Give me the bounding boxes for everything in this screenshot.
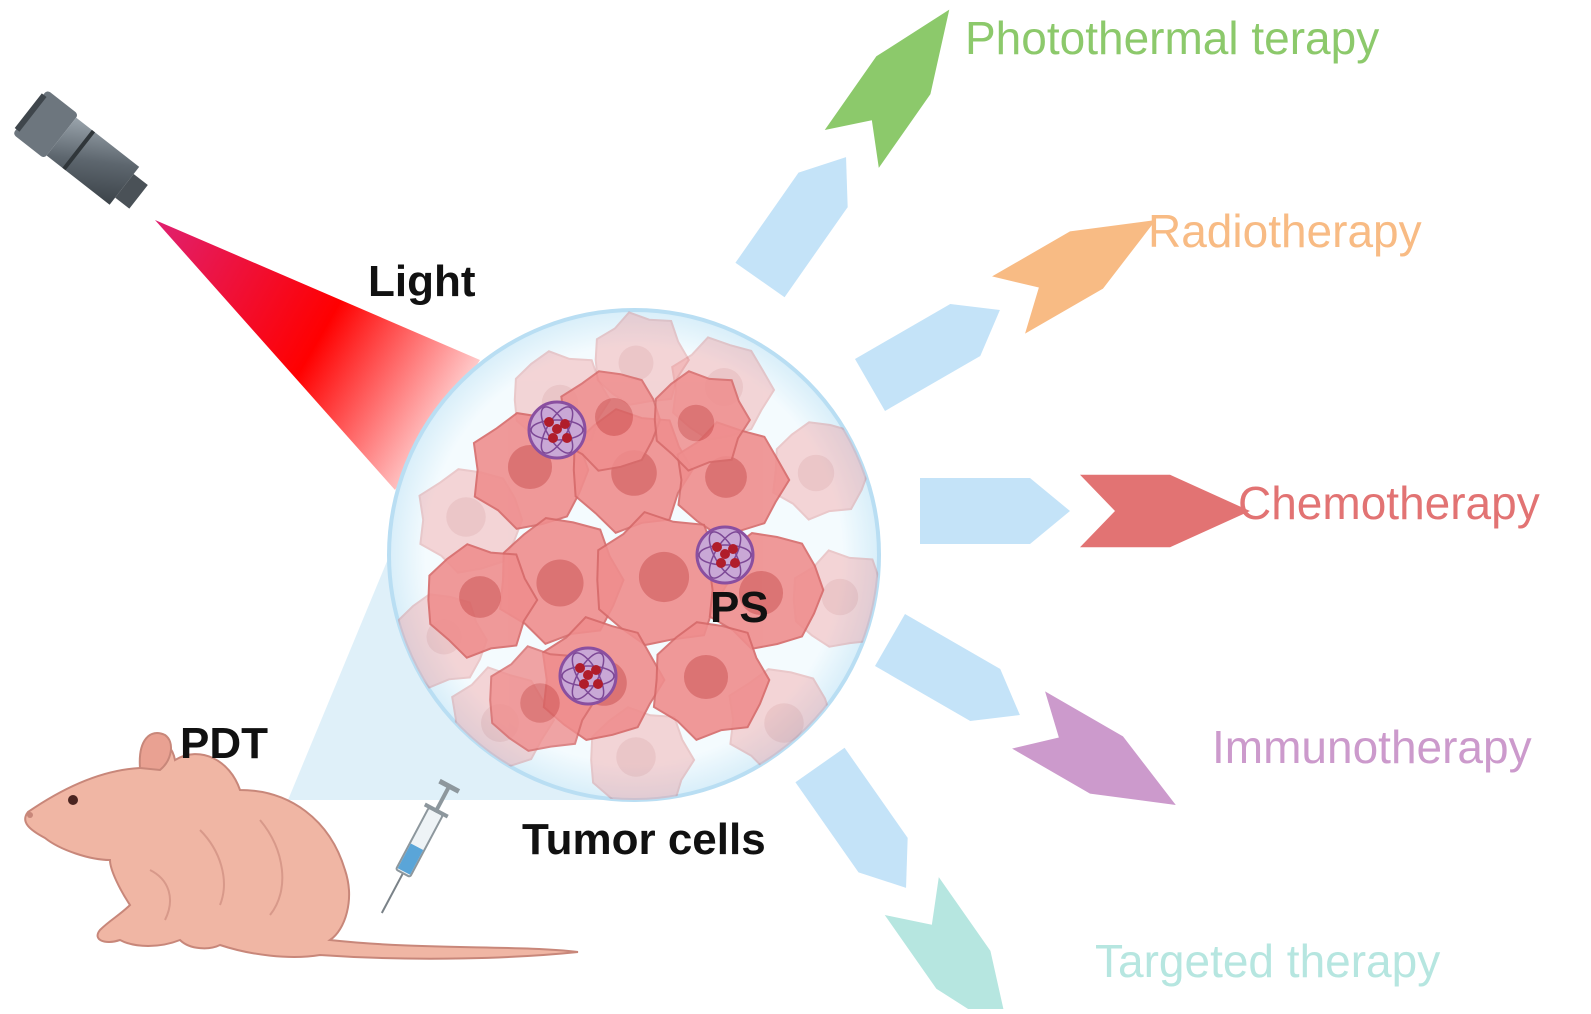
- tumor-cell: [653, 370, 752, 472]
- objective-lens-icon: [14, 91, 148, 209]
- nude-mouse-icon: [24, 732, 579, 960]
- nanoparticle-icon: [558, 646, 618, 706]
- therapy-arrow-radiotherapy: [855, 220, 1156, 411]
- nanoparticle-icon: [695, 525, 755, 585]
- therapy-arrow-targeted: [795, 747, 1010, 1014]
- tumor-sphere: [387, 308, 881, 802]
- light-beam: [155, 220, 480, 490]
- therapy-arrow-immunotherapy: [875, 614, 1176, 805]
- tumor-cell: [427, 543, 539, 659]
- pdt-label: PDT: [180, 719, 268, 768]
- therapy-arrow-photothermal: [735, 9, 950, 298]
- therapy-label-chemotherapy: Chemotherapy: [1238, 477, 1540, 529]
- light-label: Light: [368, 257, 476, 306]
- syringe-icon: [380, 778, 461, 914]
- therapy-label-targeted: Targeted therapy: [1095, 935, 1441, 987]
- therapy-arrow-chemotherapy: [920, 474, 1250, 548]
- tumor-cell: [772, 421, 871, 521]
- ps-label: PS: [710, 583, 769, 632]
- therapy-label-immunotherapy: Immunotherapy: [1212, 721, 1532, 773]
- therapy-label-radiotherapy: Radiotherapy: [1148, 205, 1422, 257]
- tumor-cells-label: Tumor cells: [522, 815, 766, 864]
- tumor-cell: [560, 370, 662, 472]
- nanoparticle-icon: [527, 400, 587, 460]
- tumor-cell: [652, 621, 771, 741]
- therapy-label-photothermal: Photothermal terapy: [965, 12, 1380, 64]
